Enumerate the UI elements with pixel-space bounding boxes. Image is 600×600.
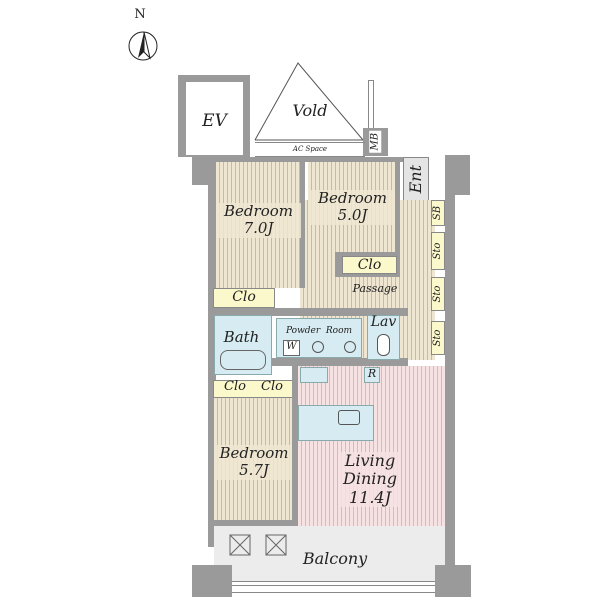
sink-icon xyxy=(338,410,360,425)
left-wall xyxy=(208,157,216,547)
room-name: Living xyxy=(344,451,396,470)
washer-label: W xyxy=(283,340,300,356)
shoe-box: SB xyxy=(431,200,445,226)
ev-shaft xyxy=(186,82,243,155)
ac-space-label: AC Space xyxy=(292,145,328,153)
closet-bedroom1: Clo xyxy=(213,288,275,308)
ent-label: Ent xyxy=(405,164,425,194)
entrance xyxy=(403,157,429,201)
sink-icon xyxy=(344,341,356,353)
closet-3: Clo xyxy=(224,379,246,394)
refrigerator-label: R xyxy=(364,367,380,383)
wall xyxy=(208,358,408,366)
living-dining xyxy=(298,366,445,534)
room-size: 11.4J xyxy=(348,487,392,507)
compass-icon xyxy=(128,31,158,61)
ev-label: EV xyxy=(202,111,227,131)
room-size: 5.7J xyxy=(239,461,269,480)
room-name: Bedroom xyxy=(219,444,289,462)
ac-space xyxy=(255,142,365,157)
pillar xyxy=(192,565,232,597)
room-name: Bedroom xyxy=(224,202,293,220)
balcony-label: Balcony xyxy=(302,549,368,568)
ac-unit-icon xyxy=(229,534,287,556)
closet-bedroom2: Clo xyxy=(342,256,397,274)
wall xyxy=(292,366,298,536)
balcony xyxy=(214,526,445,582)
bathtub-icon xyxy=(220,350,266,370)
storage-1: Sto xyxy=(431,232,445,270)
storage-2: Sto xyxy=(431,277,445,311)
kitchen-counter xyxy=(298,405,374,441)
void-triangle xyxy=(254,62,364,141)
wall xyxy=(208,520,298,526)
room-size: 5.0J xyxy=(337,206,368,225)
balcony-rail xyxy=(232,585,435,593)
room-name: Bedroom xyxy=(318,189,387,207)
top-wall xyxy=(216,157,403,162)
storage-3: Sto xyxy=(431,321,445,355)
compass-label: N xyxy=(134,7,146,22)
toilet-icon xyxy=(377,334,390,356)
pillar xyxy=(435,565,471,597)
passage-label: Passage xyxy=(352,282,398,295)
bath-label: Bath xyxy=(223,328,260,346)
powder-room-label: Powder Room xyxy=(285,326,353,336)
pipe xyxy=(368,80,374,130)
room-size: 7.0J xyxy=(243,219,274,238)
right-wall xyxy=(445,157,455,595)
lav-label: Lav xyxy=(370,314,397,330)
sink-icon xyxy=(312,341,324,353)
pillar xyxy=(445,155,470,195)
mb-label: MB xyxy=(369,130,381,153)
closet-4: Clo xyxy=(261,379,283,394)
stove xyxy=(300,367,328,383)
room-name: Dining xyxy=(343,469,397,489)
void-label: Vold xyxy=(292,101,328,120)
wall xyxy=(208,308,408,316)
